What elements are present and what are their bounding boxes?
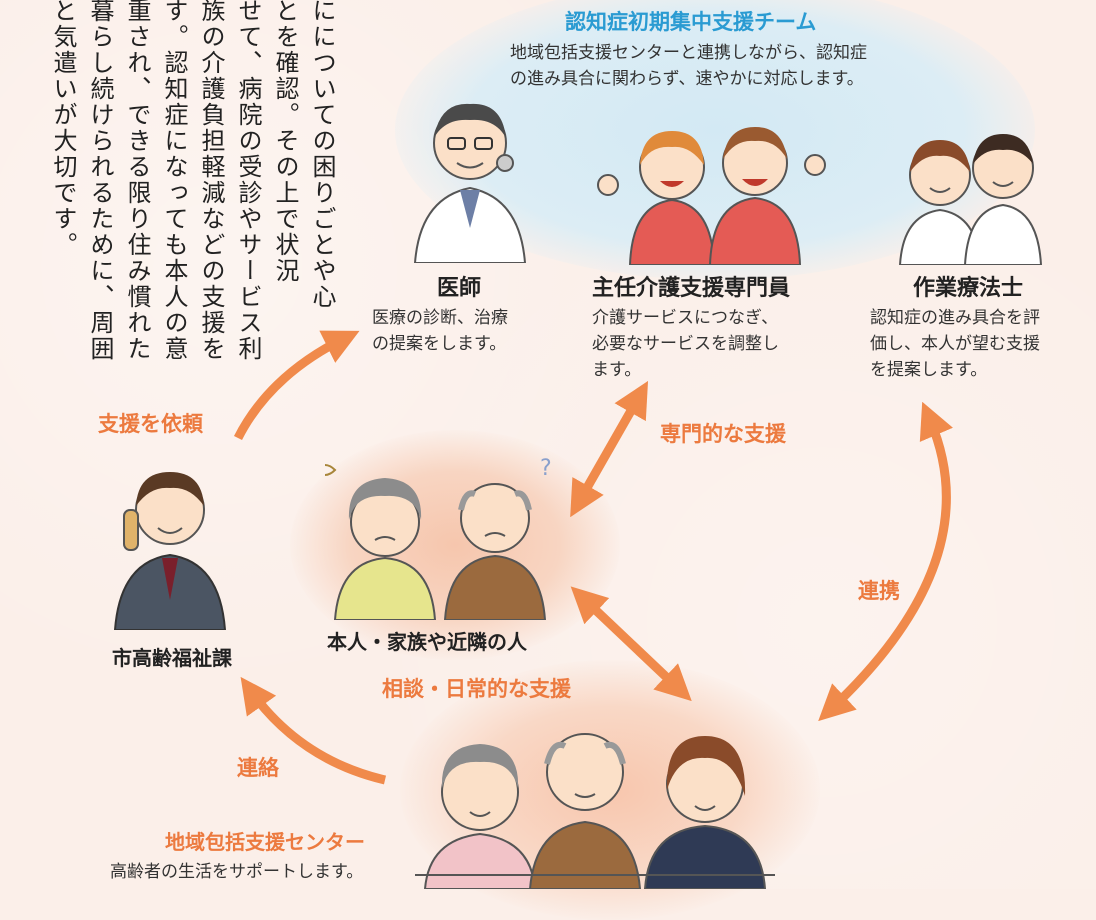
node-center-title: 地域包括支援センター xyxy=(165,830,365,854)
node-person-family: 本人・家族や近隣の人 xyxy=(327,630,527,654)
arrow-cooperation xyxy=(818,401,953,722)
node-center-description: 高齢者の生活をサポートします。 xyxy=(110,862,364,882)
arrow-request-support xyxy=(233,330,360,441)
role-care-manager-description: 介護サービスにつなぎ、 必要なサービスを調整し ます。 xyxy=(592,308,779,380)
node-welfare-division: 市高齢福祉課 xyxy=(112,646,232,670)
role-doctor-title: 医師 xyxy=(437,276,482,301)
arrow-consultation xyxy=(570,586,692,702)
edge-label-request-support: 支援を依頼 xyxy=(98,412,203,436)
edge-label-specialist-support: 専門的な支援 xyxy=(660,422,786,446)
edge-label-cooperation: 連携 xyxy=(858,579,900,603)
care-manager-illustration xyxy=(597,127,826,265)
support-center-illustration xyxy=(415,733,775,889)
welfare-staff-illustration xyxy=(113,472,227,630)
svg-text:?: ? xyxy=(540,456,552,481)
arrow-contact xyxy=(240,676,387,785)
family-background-blob xyxy=(290,430,620,660)
flow-arrows xyxy=(233,330,953,785)
edge-label-contact: 連絡 xyxy=(237,756,279,780)
doctor-illustration xyxy=(413,103,527,263)
intro-vertical-text: にについての困りごとや心 とを確認。その上で状況 せて、病院の受診やサービス利 … xyxy=(49,0,336,362)
team-title: 認知症初期集中支援チーム xyxy=(565,10,817,34)
role-care-manager-title: 主任介護支援専門員 xyxy=(592,276,791,301)
role-therapist-title: 作業療法士 xyxy=(913,276,1024,301)
role-therapist-description: 認知症の進み具合を評 価し、本人が望む支援 を提案します。 xyxy=(870,308,1040,380)
team-description: 地域包括支援センターと連携しながら、認知症 の進み具合に関わらず、速やかに対応し… xyxy=(510,43,867,89)
role-doctor-description: 医療の診断、治療 の提案をします。 xyxy=(372,308,508,354)
arrow-specialist-support xyxy=(570,380,649,518)
occupational-therapist-illustration xyxy=(898,134,1043,265)
elderly-couple-illustration: ? xyxy=(325,456,552,620)
edge-label-consultation: 相談・日常的な支援 xyxy=(382,677,571,701)
